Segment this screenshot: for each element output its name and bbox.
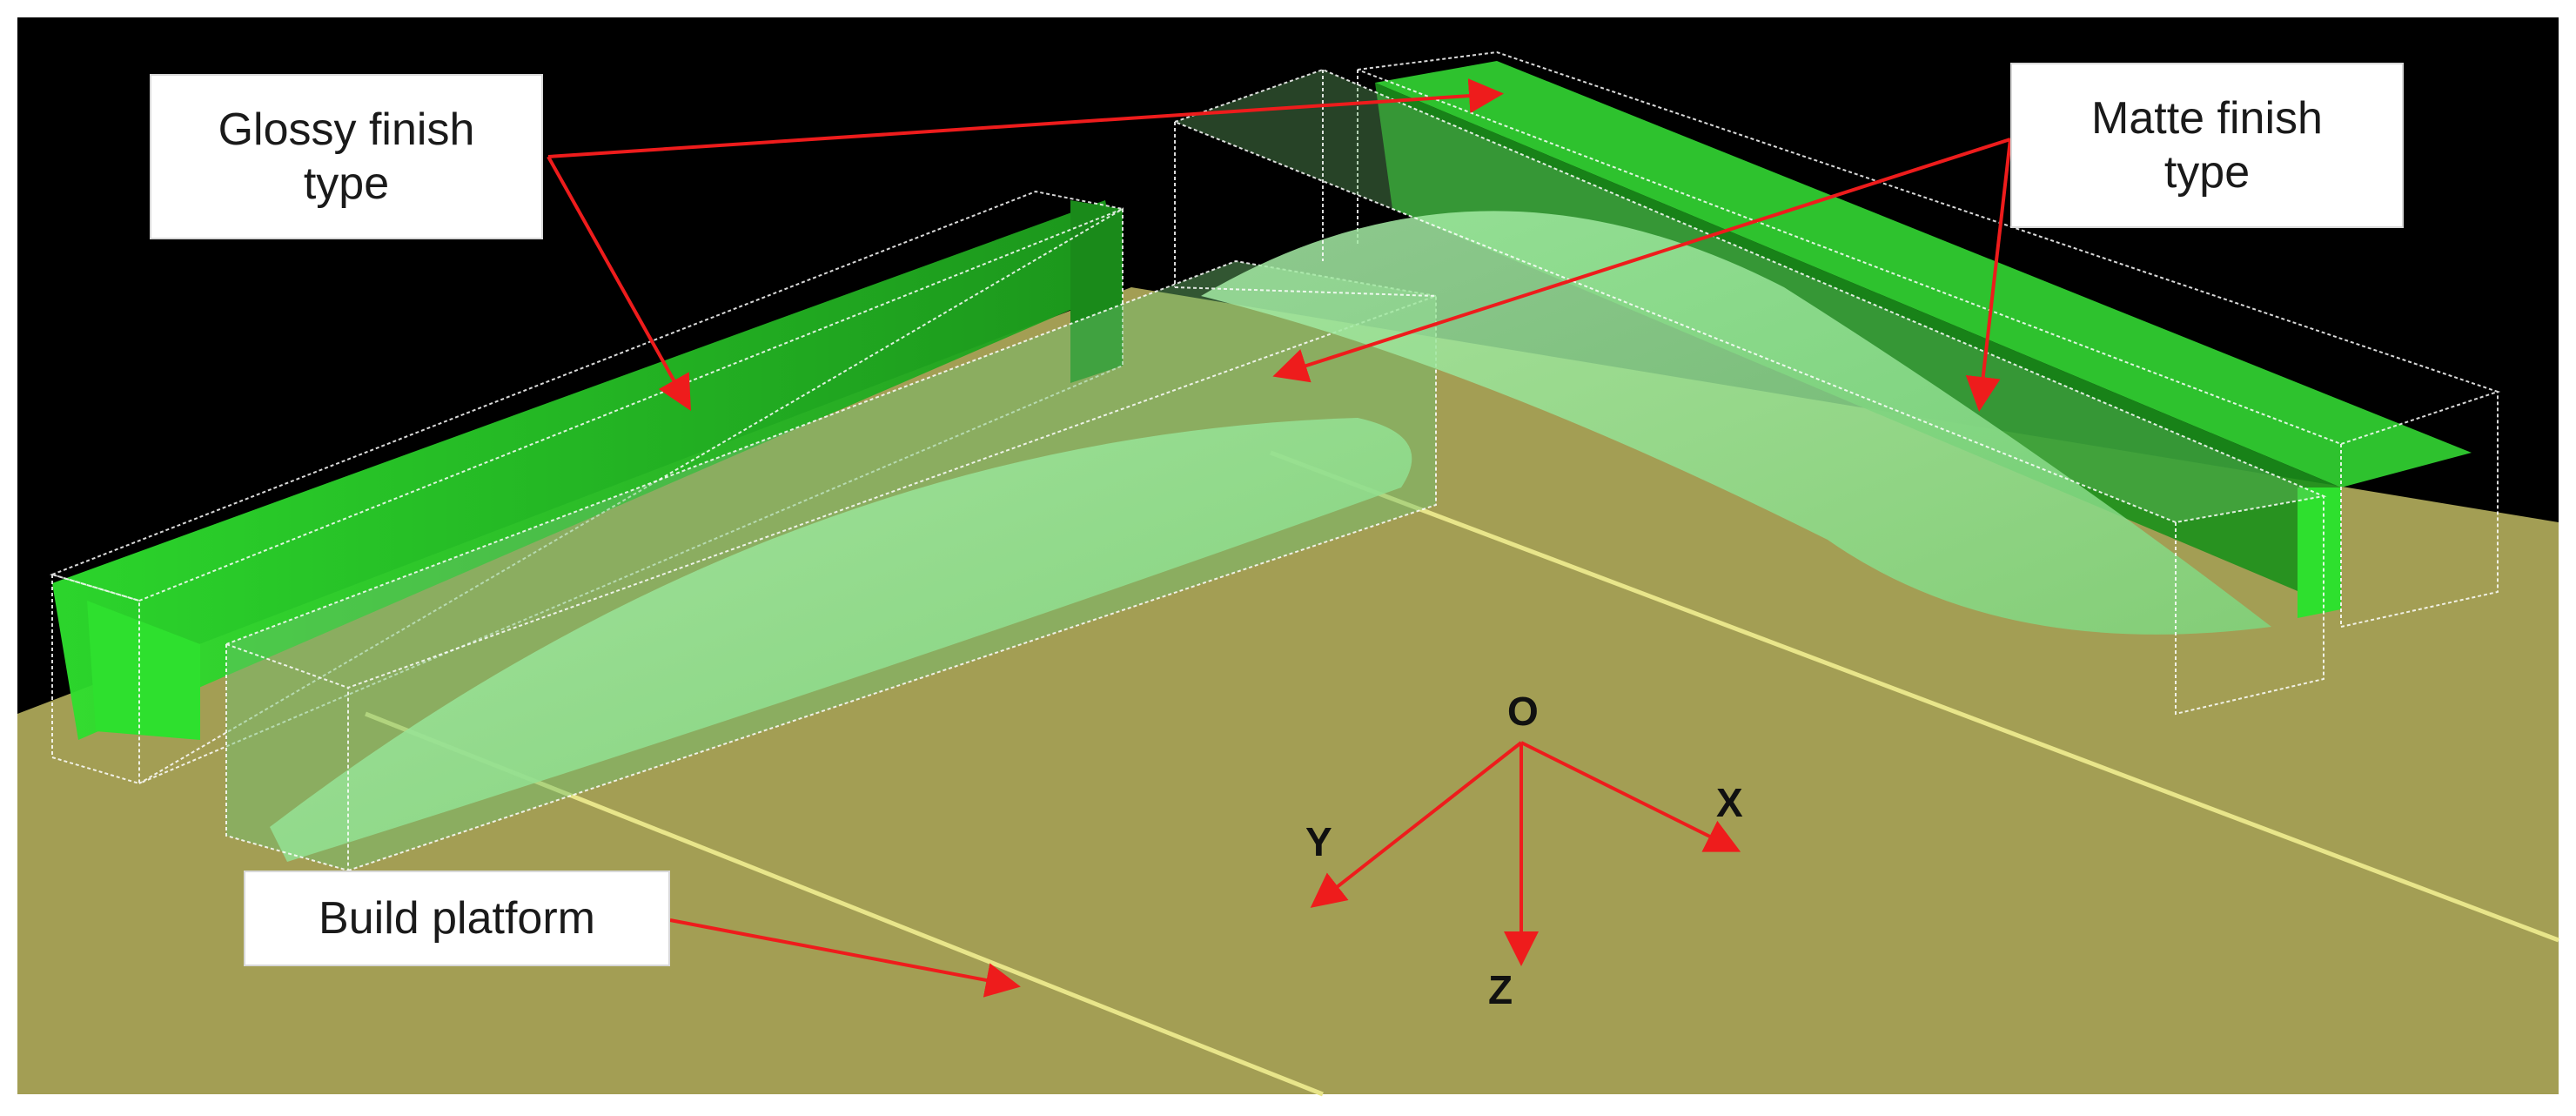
callout-matte: Matte finish type (2010, 63, 2404, 228)
arrow-build-platform (669, 918, 1021, 998)
coordinate-axes (1310, 741, 1741, 966)
axis-y-label: Y (1305, 819, 1332, 864)
arrow-matte-left (1272, 138, 2011, 383)
matte-part-right (1175, 70, 2324, 635)
callout-matte-line2: type (2163, 147, 2251, 198)
wireframe-right-front (1172, 68, 2327, 716)
arrow-glossy-right (547, 78, 1504, 158)
wireframe-left-back (49, 190, 1126, 785)
axis-origin-label: O (1507, 689, 1539, 734)
callout-glossy: Glossy finish type (150, 74, 543, 239)
axis-y-arrow (1310, 741, 1523, 908)
matte-part-left (226, 261, 1436, 871)
wireframe-right-back (1357, 50, 2501, 629)
callout-arrows (547, 78, 2012, 998)
callout-build-platform: Build platform (244, 871, 670, 966)
axis-z-label: Z (1488, 967, 1513, 1012)
callout-build-platform-line1: Build platform (319, 893, 595, 944)
axis-x-arrow (1520, 741, 1741, 852)
callout-glossy-line1: Glossy finish (218, 104, 475, 155)
callout-glossy-line2: type (303, 158, 390, 209)
glossy-part-left (52, 200, 1123, 740)
axis-x-label: X (1716, 780, 1743, 825)
arrow-matte-right (1965, 138, 2012, 412)
callout-matte-line1: Matte finish (2091, 93, 2323, 144)
platform-line-right (1270, 450, 2559, 943)
arrow-glossy-left (547, 156, 691, 411)
